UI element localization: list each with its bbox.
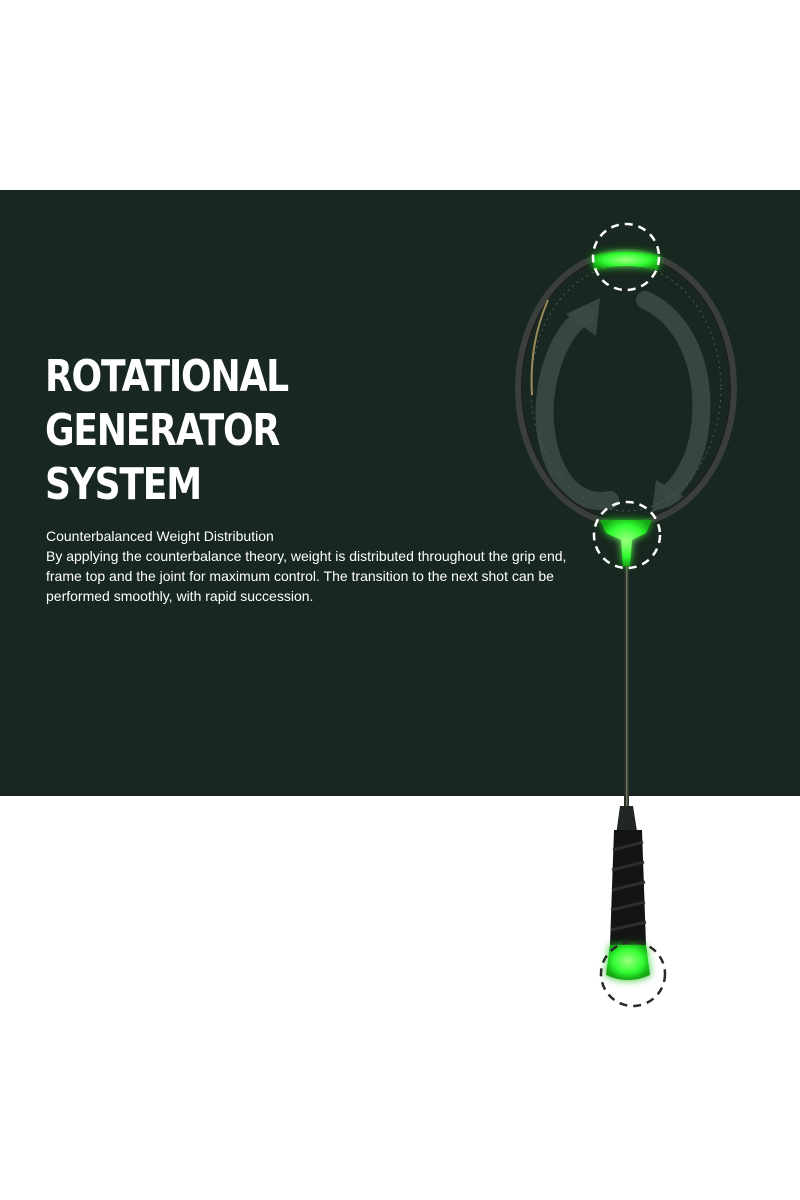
feature-description: By applying the counterbalance theory, w… [46, 548, 567, 604]
headline: ROTATIONAL GENERATOR SYSTEM [45, 350, 307, 512]
rotation-arrows-icon [535, 291, 711, 510]
headline-line-3: SYSTEM [45, 459, 202, 510]
feature-subtitle: Counterbalanced Weight Distribution [46, 528, 274, 544]
weight-point-icon [592, 500, 662, 570]
weight-point-icon [591, 222, 661, 292]
weight-point-icon [599, 940, 667, 1008]
headline-line-1: ROTATIONAL [45, 351, 289, 402]
headline-line-2: GENERATOR [45, 405, 280, 456]
